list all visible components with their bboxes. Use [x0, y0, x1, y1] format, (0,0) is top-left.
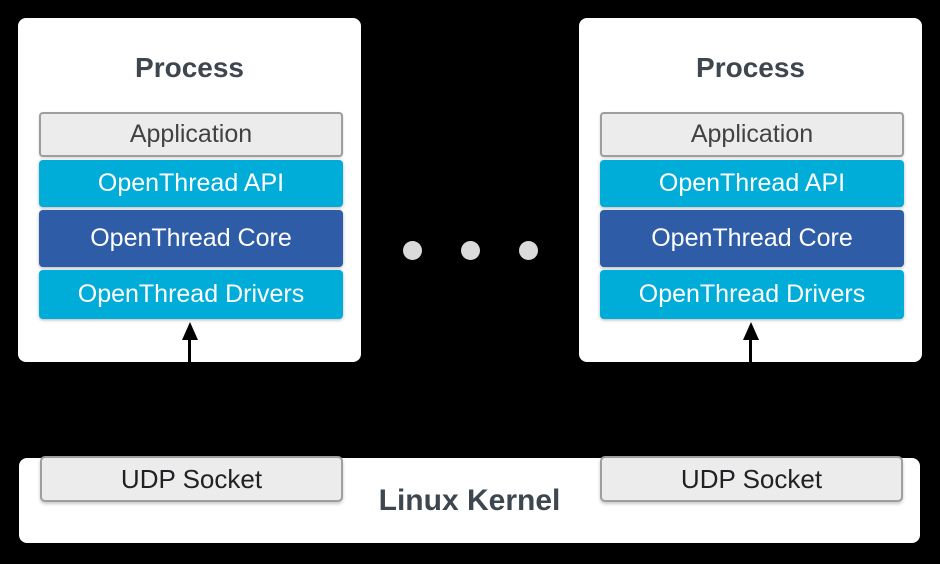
ellipsis-dot — [461, 241, 480, 260]
ellipsis — [403, 241, 538, 260]
ellipsis-dot — [519, 241, 538, 260]
layer-stack: Application OpenThread API OpenThread Co… — [600, 112, 904, 319]
up-arrow-icon — [742, 322, 760, 362]
process-title: Process — [135, 52, 244, 83]
linux-kernel-bar: UDP Socket Linux Kernel UDP Socket — [19, 456, 920, 543]
layer-stack: Application OpenThread API OpenThread Co… — [39, 112, 343, 319]
arrow-head — [742, 322, 759, 340]
up-arrow-icon — [181, 322, 199, 362]
arrow-shaft — [749, 340, 752, 362]
process-panel-left: Process Application OpenThread API OpenT… — [18, 18, 361, 362]
layer-application: Application — [600, 112, 904, 157]
layer-openthread-core: OpenThread Core — [600, 210, 904, 267]
ellipsis-dot — [403, 241, 422, 260]
linux-kernel-label: Linux Kernel — [378, 483, 561, 517]
arrow-head — [181, 322, 198, 340]
layer-openthread-api: OpenThread API — [39, 160, 343, 207]
layer-openthread-core: OpenThread Core — [39, 210, 343, 267]
layer-application: Application — [39, 112, 343, 157]
layer-openthread-drivers: OpenThread Drivers — [600, 270, 904, 319]
arrow-shaft — [188, 340, 191, 362]
layer-openthread-api: OpenThread API — [600, 160, 904, 207]
layer-openthread-drivers: OpenThread Drivers — [39, 270, 343, 319]
udp-socket-left: UDP Socket — [40, 456, 343, 502]
udp-socket-right: UDP Socket — [600, 456, 903, 502]
process-panel-right: Process Application OpenThread API OpenT… — [579, 18, 922, 362]
process-title: Process — [696, 52, 805, 83]
